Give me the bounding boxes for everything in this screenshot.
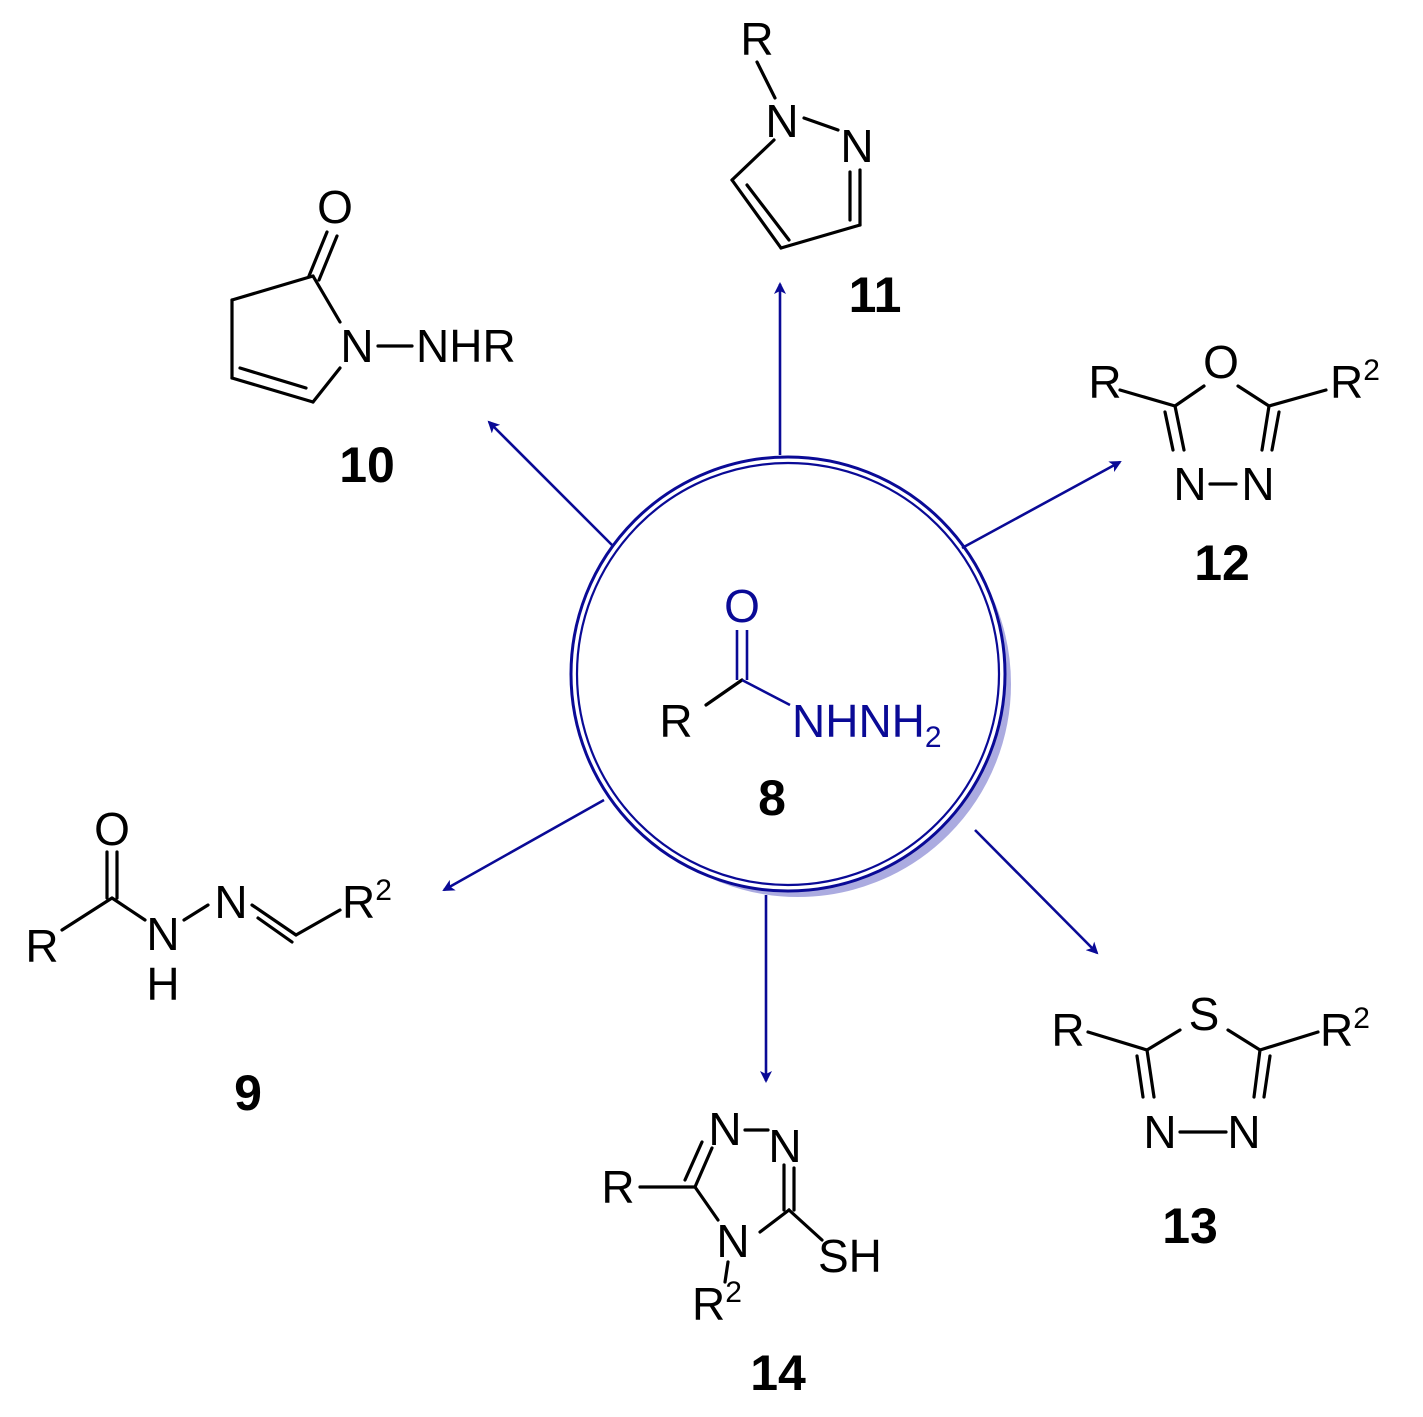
atom-NHNH2: NHNH2 [792, 695, 942, 754]
atom-N1: N [1173, 458, 1206, 510]
subscript-2: 2 [925, 721, 942, 754]
atom-R: R [1088, 356, 1121, 408]
atom-R2: R2 [1320, 1002, 1370, 1056]
compound-14: N N R N SH R2 14 [601, 1103, 882, 1401]
atom-N2: N [1241, 458, 1274, 510]
arrow-to-10 [487, 420, 613, 546]
atom-NHNH: NHNH [792, 695, 925, 747]
atom-N2: N [768, 1120, 801, 1172]
arrow-to-13 [974, 829, 1099, 955]
atom-NH-H: H [146, 958, 179, 1010]
atom-R2: R2 [1330, 354, 1380, 408]
compound-12: R O R2 N N 12 [1088, 336, 1380, 591]
atom-N2: N [840, 120, 873, 172]
atom-N4: N [716, 1215, 749, 1267]
compound-number-10: 10 [339, 437, 395, 493]
atom-R: R [740, 13, 773, 65]
compound-9: O R N H N R2 9 [25, 803, 392, 1121]
atom-N: N [214, 876, 247, 928]
atom-SH: SH [818, 1230, 882, 1282]
atom-O: O [1203, 336, 1239, 388]
compound-number-11: 11 [849, 267, 902, 323]
hub-circle-outer [569, 455, 1007, 893]
atom-NHR: NHR [416, 320, 516, 372]
compound-number-9: 9 [234, 1065, 262, 1121]
hub-circle-inner [575, 461, 1001, 887]
arrow-to-12 [961, 460, 1122, 550]
atom-O: O [94, 803, 130, 855]
compound-number-14: 14 [750, 1345, 806, 1401]
atom-NH-N: N [146, 908, 179, 960]
compound-number-13: 13 [1162, 1198, 1218, 1254]
atom-N: N [340, 320, 373, 372]
atom-S: S [1189, 988, 1220, 1040]
compound-13: R S R2 N N 13 [1051, 988, 1370, 1254]
atom-O: O [724, 580, 760, 632]
compound-10: O N NHR 10 [230, 181, 516, 493]
atom-R: R [659, 695, 692, 747]
atom-O: O [317, 181, 353, 233]
reaction-arrows [442, 282, 1122, 1083]
compound-11: R N N 11 [730, 13, 902, 323]
atom-N1: N [765, 95, 798, 147]
atom-R2: R2 [342, 874, 392, 928]
atom-N1: N [708, 1103, 741, 1155]
compound-8-structure: O R NHNH2 [659, 580, 941, 754]
arrow-to-9 [442, 798, 605, 892]
atom-N2: N [1227, 1106, 1260, 1158]
compound-number-12: 12 [1194, 535, 1250, 591]
atom-R: R [601, 1161, 634, 1213]
central-hub: O R NHNH2 8 [569, 455, 1011, 897]
atom-N1: N [1143, 1106, 1176, 1158]
atom-R2: R2 [692, 1276, 742, 1330]
atom-R: R [1051, 1004, 1084, 1056]
compound-number-8: 8 [758, 770, 786, 826]
atom-R: R [25, 920, 58, 972]
